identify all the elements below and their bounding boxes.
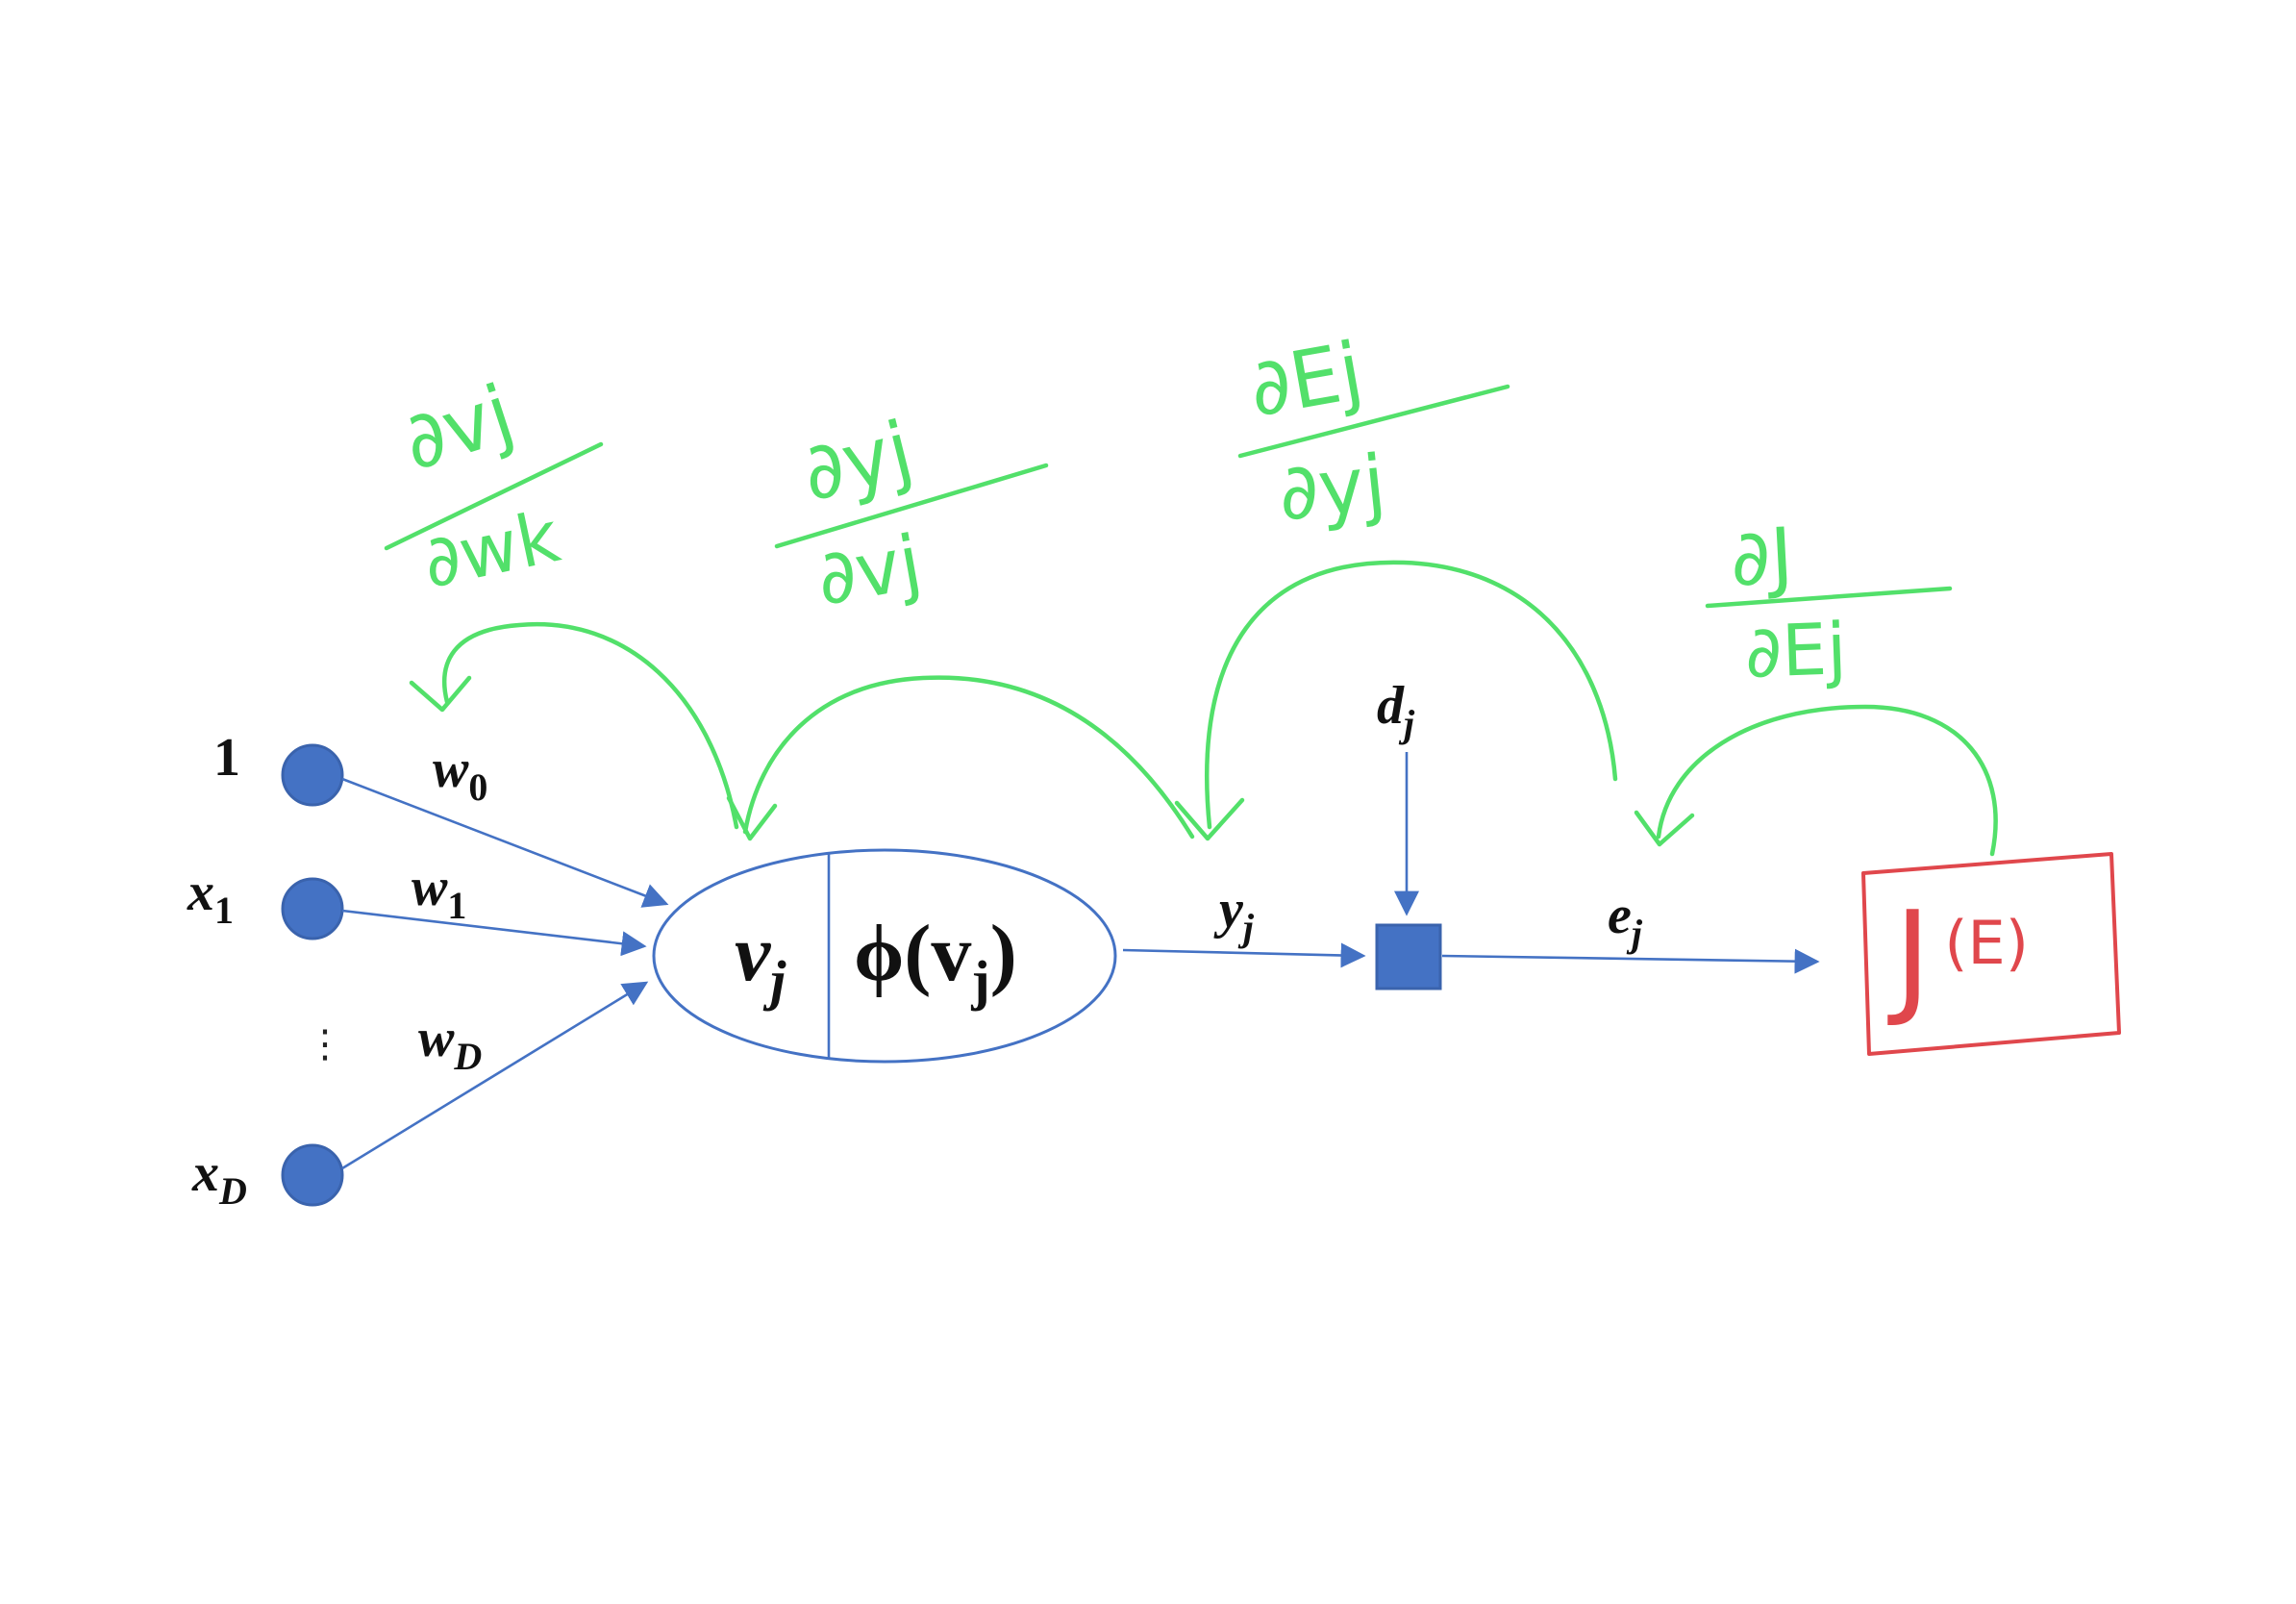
cost-main: J bbox=[1894, 884, 1932, 1030]
backprop-arrow-1-head bbox=[409, 675, 472, 713]
backprop-arrow-3-head bbox=[1174, 797, 1245, 841]
edge-w1 bbox=[341, 909, 647, 957]
edge-w0 bbox=[341, 777, 669, 908]
frac-bar-3 bbox=[1237, 384, 1510, 459]
neuron-phi-label: ϕ(vj) bbox=[854, 914, 1017, 1009]
weight-label-w1: w1 bbox=[412, 861, 466, 925]
weight-label-w0-text: w bbox=[433, 739, 469, 799]
deriv-4-den: ∂Ej bbox=[1743, 608, 1849, 694]
input-node-x1 bbox=[281, 877, 344, 940]
error-label-e-text: e bbox=[1608, 886, 1632, 945]
weight-label-w0: w0 bbox=[433, 742, 487, 807]
output-label-y: yj bbox=[1219, 883, 1254, 947]
ellipsis: ⋮ bbox=[306, 1022, 344, 1066]
backprop-arrow-2 bbox=[742, 675, 1195, 840]
input-node-bias bbox=[281, 743, 344, 807]
error-junction bbox=[1375, 923, 1442, 990]
backprop-arrow-2-head bbox=[726, 795, 778, 841]
deriv-3-num: ∂Ej bbox=[1242, 325, 1370, 436]
backprop-arrow-4 bbox=[1656, 704, 1998, 857]
backprop-arrow-3 bbox=[1205, 560, 1618, 830]
edge-e bbox=[1441, 948, 1820, 974]
neuron-phi-sub: j bbox=[971, 949, 990, 1012]
backprop-arrow-1 bbox=[442, 621, 739, 830]
input-label-x1-sub: 1 bbox=[214, 889, 234, 932]
neuron-v-label: vj bbox=[735, 914, 786, 1009]
weight-label-w0-sub: 0 bbox=[468, 765, 488, 809]
input-label-xD-sub: D bbox=[219, 1169, 247, 1213]
edge-y bbox=[1122, 942, 1366, 968]
frac-bar-1 bbox=[384, 441, 604, 551]
weight-label-wD-text: w bbox=[418, 1009, 455, 1068]
input-label-xD-text: x bbox=[192, 1143, 219, 1203]
weight-label-wD-sub: D bbox=[454, 1035, 483, 1078]
neuron-v-sub: j bbox=[770, 949, 786, 1012]
weight-label-wD: wD bbox=[418, 1012, 482, 1076]
input-label-bias-text: 1 bbox=[213, 728, 240, 788]
edge-wD bbox=[341, 981, 649, 1170]
backprop-arrow-4-head bbox=[1634, 810, 1695, 847]
deriv-2-den: ∂vj bbox=[811, 519, 929, 623]
deriv-3-den: ∂yj bbox=[1274, 438, 1390, 539]
neuron-ellipse bbox=[652, 848, 1117, 1064]
input-label-xD: xD bbox=[192, 1146, 247, 1211]
error-label-e: ej bbox=[1608, 889, 1642, 953]
input-label-x1: x1 bbox=[187, 865, 234, 930]
frac-bar-2 bbox=[774, 463, 1049, 549]
input-label-bias: 1 bbox=[213, 731, 240, 785]
input-node-xD bbox=[281, 1143, 344, 1207]
target-label-d: dj bbox=[1377, 679, 1414, 743]
cost-arg: (E) bbox=[1944, 908, 2029, 978]
deriv-4-num: ∂J bbox=[1728, 511, 1796, 604]
backprop-arrows bbox=[384, 384, 1998, 857]
neuron-phi-text: ϕ(v bbox=[854, 909, 972, 998]
output-label-y-text: y bbox=[1219, 880, 1243, 940]
neuron-v-text: v bbox=[735, 909, 771, 998]
weight-label-w1-sub: 1 bbox=[447, 884, 467, 927]
output-label-y-sub: j bbox=[1242, 906, 1254, 949]
cost-box bbox=[1861, 852, 2121, 1056]
error-label-e-sub: j bbox=[1631, 912, 1642, 955]
cost-label: J(E) bbox=[1894, 894, 2029, 1019]
weight-label-w1-text: w bbox=[412, 858, 448, 917]
target-label-d-sub: j bbox=[1404, 702, 1415, 745]
input-label-x1-text: x bbox=[187, 863, 214, 922]
target-label-d-text: d bbox=[1377, 676, 1404, 736]
frac-bar-4 bbox=[1705, 586, 1953, 609]
neuron-phi-close: ) bbox=[989, 909, 1017, 998]
